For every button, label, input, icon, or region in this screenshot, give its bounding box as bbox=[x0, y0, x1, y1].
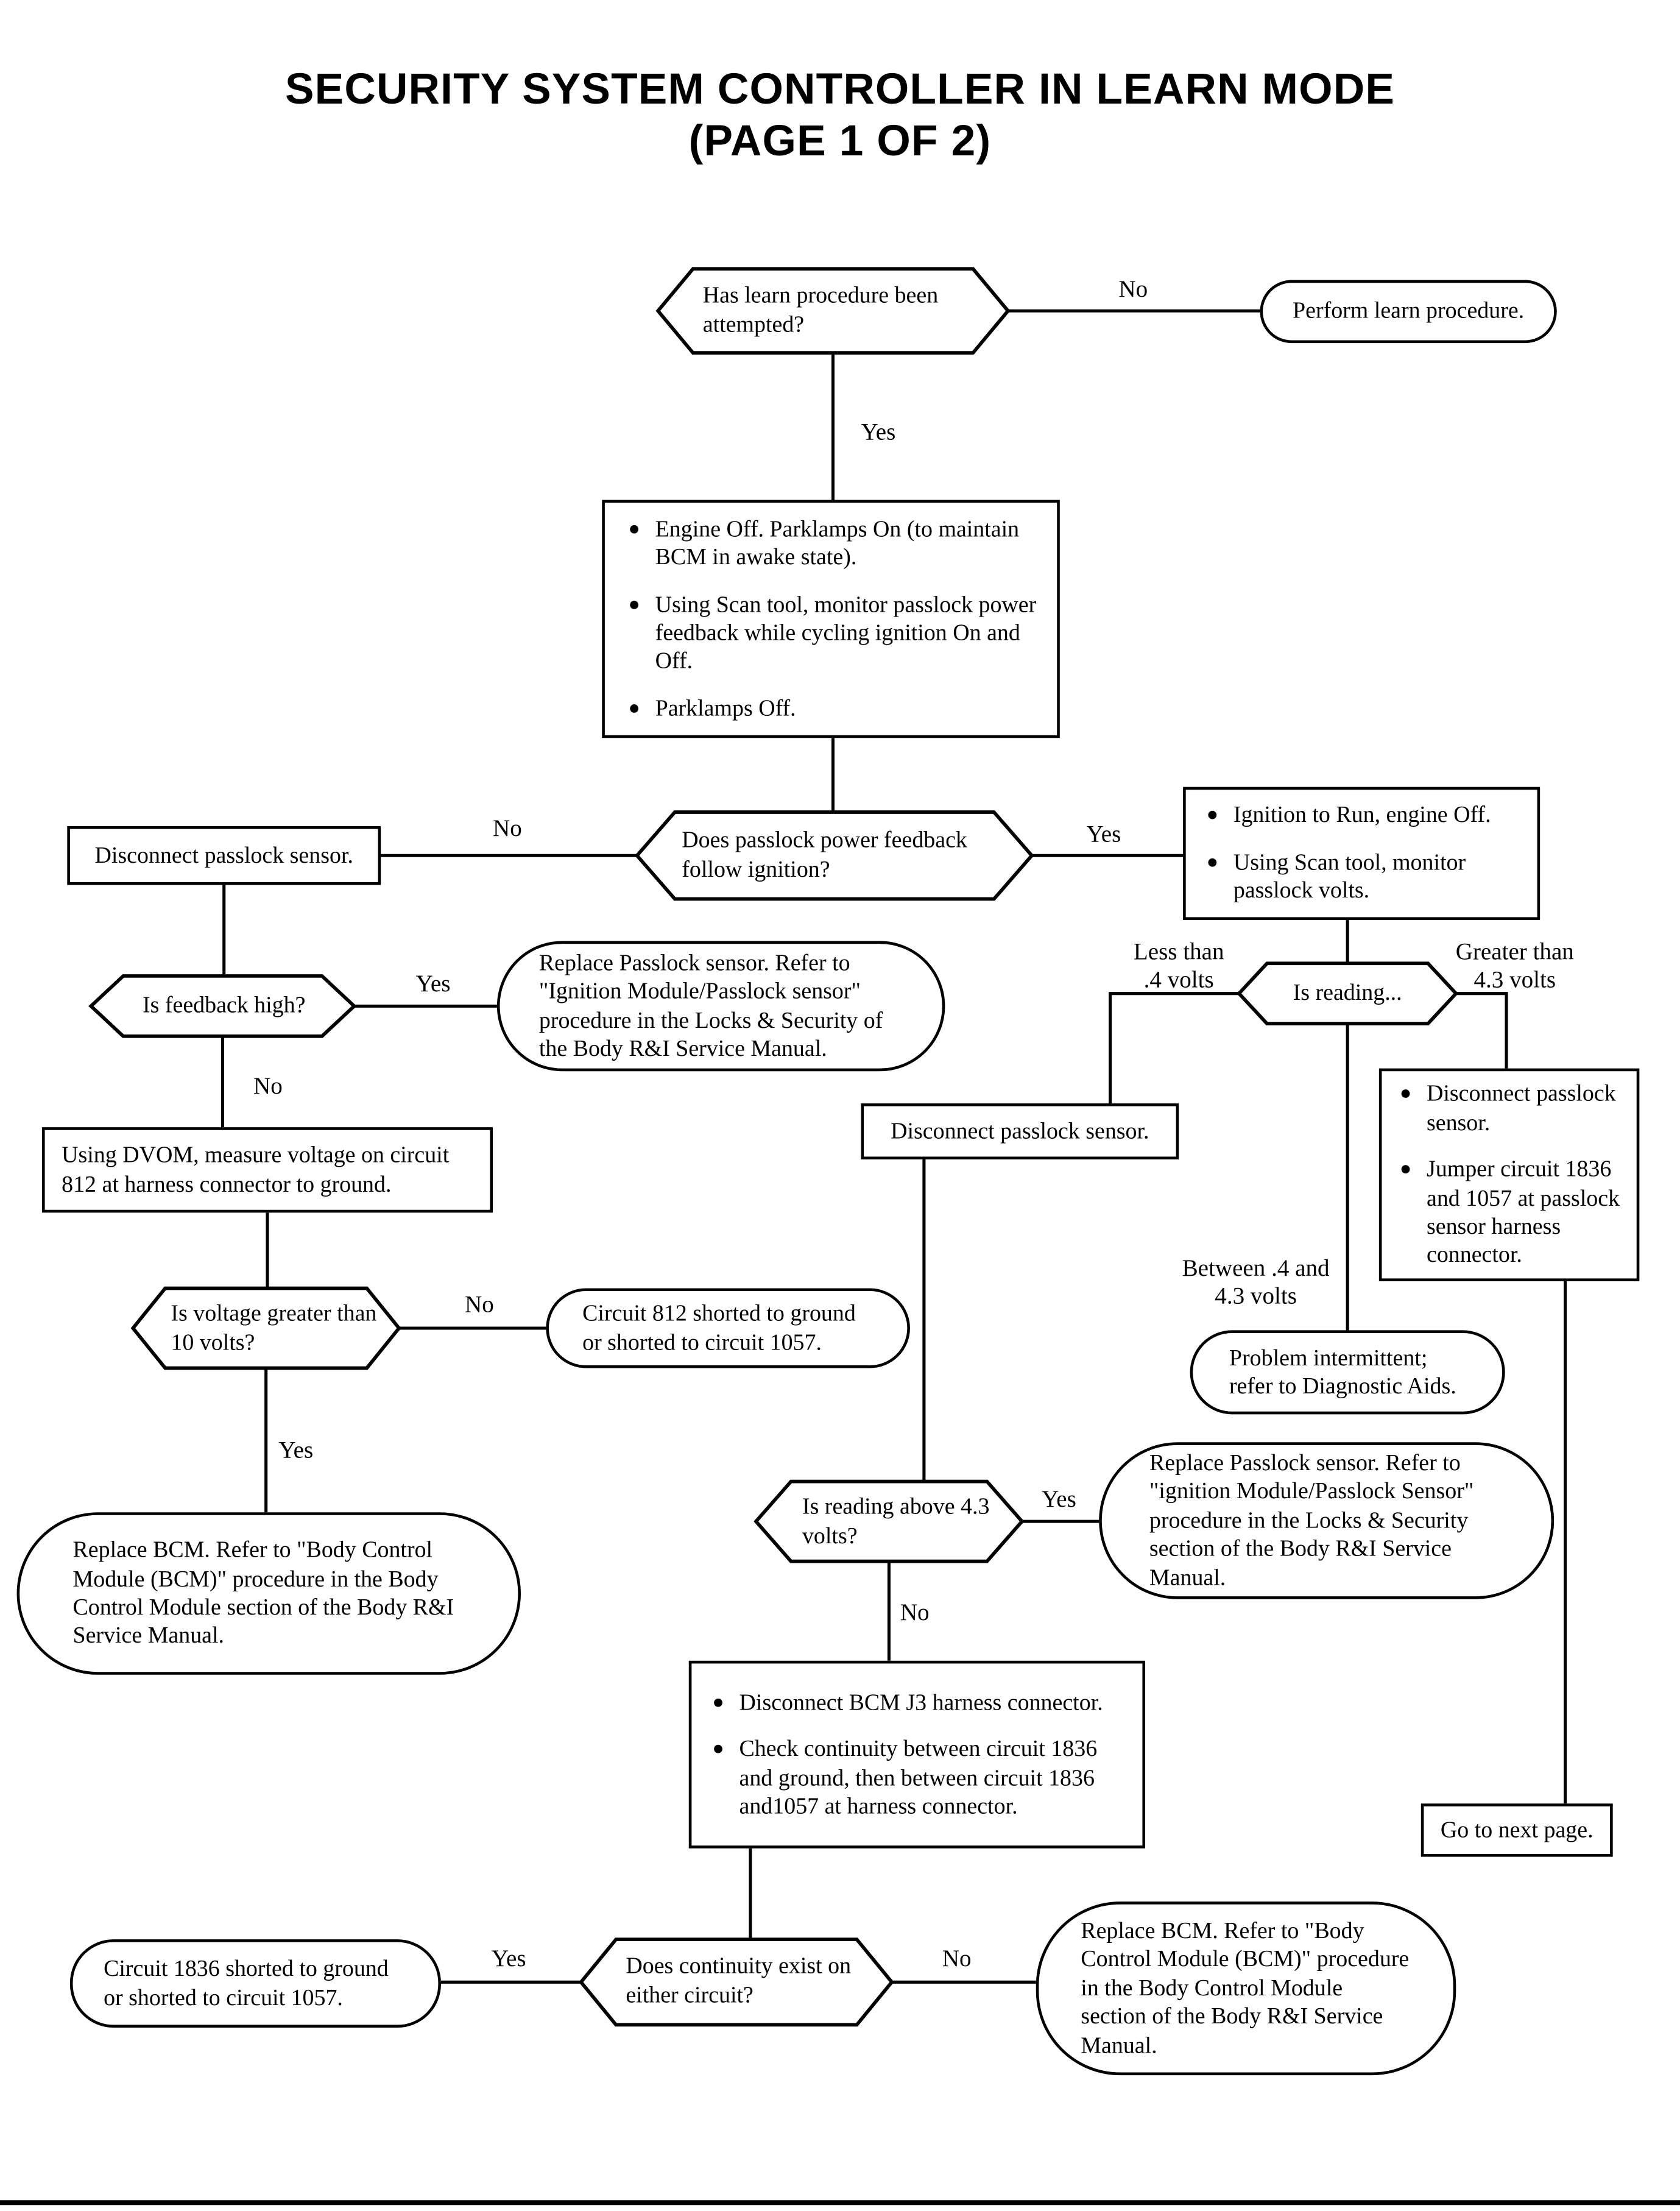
jumper-step-jumper-circuit: Jumper circuit 1836 and 1057 at passlock… bbox=[1396, 1155, 1622, 1270]
replace-bcm-left-text: Replace BCM. Refer to "Body Control Modu… bbox=[72, 1536, 454, 1649]
measure-circuit-812-text: Using DVOM, measure voltage on circuit 8… bbox=[62, 1141, 450, 1197]
setup-step-parklamps-off: Parklamps Off. bbox=[624, 695, 1037, 723]
edge-label-yes-follow: Yes bbox=[1086, 820, 1121, 847]
decision-continuity-exist-text: Does continuity exist on either circuit? bbox=[626, 1952, 852, 2008]
terminal-circuit-812-shorted: Circuit 812 shorted to ground or shorted… bbox=[546, 1288, 910, 1368]
terminal-perform-learn-procedure: Perform learn procedure. bbox=[1260, 280, 1557, 344]
decision-is-reading-text: Is reading... bbox=[1293, 978, 1402, 1006]
setup-step-scan-tool: Using Scan tool, monitor passlock power … bbox=[624, 590, 1037, 676]
edge-label-no-learn: No bbox=[1118, 275, 1148, 303]
edge-label-no-feedback-high: No bbox=[253, 1072, 283, 1100]
decision-hexagon-continuity-exist bbox=[579, 1937, 894, 2027]
monitor-volts-step: Using Scan tool, monitor passlock volts. bbox=[1202, 848, 1520, 905]
process-setup-steps: Engine Off. Parklamps On (to maintain BC… bbox=[602, 500, 1060, 738]
decision-hexagon-learn-attempted bbox=[655, 267, 1011, 355]
ignition-run-step: Ignition to Run, engine Off. bbox=[1202, 801, 1520, 830]
edge-label-no-follow: No bbox=[493, 815, 522, 842]
terminal-replace-bcm-left: Replace BCM. Refer to "Body Control Modu… bbox=[16, 1512, 521, 1675]
decision-hexagon-is-reading bbox=[1237, 961, 1459, 1025]
decision-reading-above-43-label: Is reading above 4.3 volts? bbox=[802, 1490, 998, 1554]
decision-learn-attempted-label: Has learn procedure been attempted? bbox=[703, 280, 977, 342]
decision-feedback-high-label: Is feedback high? bbox=[105, 987, 343, 1025]
edge-label-less-than: Less than .4 volts bbox=[1133, 938, 1224, 993]
edge-label-between: Between .4 and 4.3 volts bbox=[1182, 1254, 1330, 1309]
replace-sensor-right-text: Replace Passlock sensor. Refer to "ignit… bbox=[1149, 1449, 1474, 1591]
process-disconnect-passlock-sensor-mid: Disconnect passlock sensor. bbox=[861, 1103, 1179, 1160]
edge-label-no-continuity: No bbox=[942, 1945, 972, 1972]
decision-hexagon-reading-above-43 bbox=[754, 1479, 1025, 1563]
setup-step-engine-off: Engine Off. Parklamps On (to maintain BC… bbox=[624, 515, 1037, 572]
decision-feedback-follow-label: Does passlock power feedback follow igni… bbox=[682, 823, 1004, 888]
circuit-1836-shorted-text: Circuit 1836 shorted to ground or shorte… bbox=[104, 1955, 389, 2011]
process-jumper-steps: Disconnect passlock sensor. Jumper circu… bbox=[1378, 1068, 1640, 1281]
edge-label-greater-than: Greater than 4.3 volts bbox=[1455, 938, 1574, 993]
connector-line bbox=[1456, 992, 1508, 1069]
continuity-step-disconnect-bcm: Disconnect BCM J3 harness connector. bbox=[708, 1688, 1126, 1717]
process-measure-circuit-812: Using DVOM, measure voltage on circuit 8… bbox=[41, 1127, 493, 1213]
circuit-812-shorted-text: Circuit 812 shorted to ground or shorted… bbox=[582, 1299, 856, 1355]
decision-reading-above-43-text: Is reading above 4.3 volts? bbox=[802, 1493, 990, 1549]
process-ignition-run-steps: Ignition to Run, engine Off. Using Scan … bbox=[1183, 787, 1541, 921]
go-next-page-text: Go to next page. bbox=[1440, 1816, 1594, 1843]
jumper-step-disconnect: Disconnect passlock sensor. bbox=[1396, 1080, 1622, 1137]
terminal-replace-passlock-sensor-left: Replace Passlock sensor. Refer to "Ignit… bbox=[496, 941, 945, 1072]
terminal-replace-passlock-sensor-right: Replace Passlock sensor. Refer to "ignit… bbox=[1099, 1442, 1555, 1599]
decision-continuity-exist-label: Does continuity exist on either circuit? bbox=[626, 1948, 856, 2015]
continuity-step-check: Check continuity between circuit 1836 an… bbox=[708, 1735, 1126, 1821]
decision-hexagon-feedback-follow bbox=[634, 810, 1034, 901]
terminal-perform-learn-text: Perform learn procedure. bbox=[1293, 297, 1525, 324]
terminal-problem-intermittent: Problem intermittent; refer to Diagnosti… bbox=[1190, 1330, 1505, 1415]
process-disconnect-passlock-sensor-left: Disconnect passlock sensor. bbox=[67, 826, 381, 885]
terminal-circuit-1836-shorted: Circuit 1836 shorted to ground or shorte… bbox=[69, 1939, 441, 2028]
edge-label-yes-voltage: Yes bbox=[278, 1437, 314, 1463]
disconnect-sensor-mid-text: Disconnect passlock sensor. bbox=[891, 1117, 1149, 1144]
page-title: SECURITY SYSTEM CONTROLLER IN LEARN MODE… bbox=[0, 65, 1680, 167]
decision-voltage-gt-10-label: Is voltage greater than 10 volts? bbox=[171, 1297, 381, 1361]
page-title-line1: SECURITY SYSTEM CONTROLLER IN LEARN MODE bbox=[284, 64, 1395, 114]
edge-label-yes-continuity: Yes bbox=[491, 1945, 526, 1972]
edge-label-yes-learn: Yes bbox=[861, 419, 896, 445]
decision-feedback-high-text: Is feedback high? bbox=[142, 991, 306, 1019]
replace-sensor-left-text: Replace Passlock sensor. Refer to "Ignit… bbox=[538, 949, 883, 1062]
edge-label-no-voltage: No bbox=[465, 1291, 494, 1318]
decision-feedback-follow-text: Does passlock power feedback follow igni… bbox=[682, 826, 967, 882]
problem-intermittent-text: Problem intermittent; refer to Diagnosti… bbox=[1229, 1343, 1456, 1399]
edge-label-no-reading-above: No bbox=[900, 1599, 930, 1626]
decision-is-reading-label: Is reading... bbox=[1253, 975, 1442, 1013]
decision-voltage-gt-10-text: Is voltage greater than 10 volts? bbox=[171, 1300, 377, 1356]
decision-hexagon-voltage-gt-10 bbox=[130, 1286, 401, 1370]
process-check-continuity-steps: Disconnect BCM J3 harness connector. Che… bbox=[688, 1660, 1146, 1848]
decision-learn-attempted-text: Has learn procedure been attempted? bbox=[702, 281, 939, 338]
page-title-line2: (PAGE 1 OF 2) bbox=[688, 115, 992, 165]
edge-label-yes-feedback-high: Yes bbox=[415, 970, 451, 997]
disconnect-sensor-left-text: Disconnect passlock sensor. bbox=[94, 841, 353, 868]
process-go-to-next-page: Go to next page. bbox=[1421, 1803, 1613, 1857]
replace-bcm-right-text: Replace BCM. Refer to "Body Control Modu… bbox=[1081, 1917, 1410, 2058]
decision-hexagon-feedback-high bbox=[88, 974, 357, 1038]
terminal-replace-bcm-right: Replace BCM. Refer to "Body Control Modu… bbox=[1036, 1901, 1456, 2076]
connector-line bbox=[1109, 992, 1240, 1104]
edge-label-yes-reading-above: Yes bbox=[1041, 1485, 1076, 1513]
